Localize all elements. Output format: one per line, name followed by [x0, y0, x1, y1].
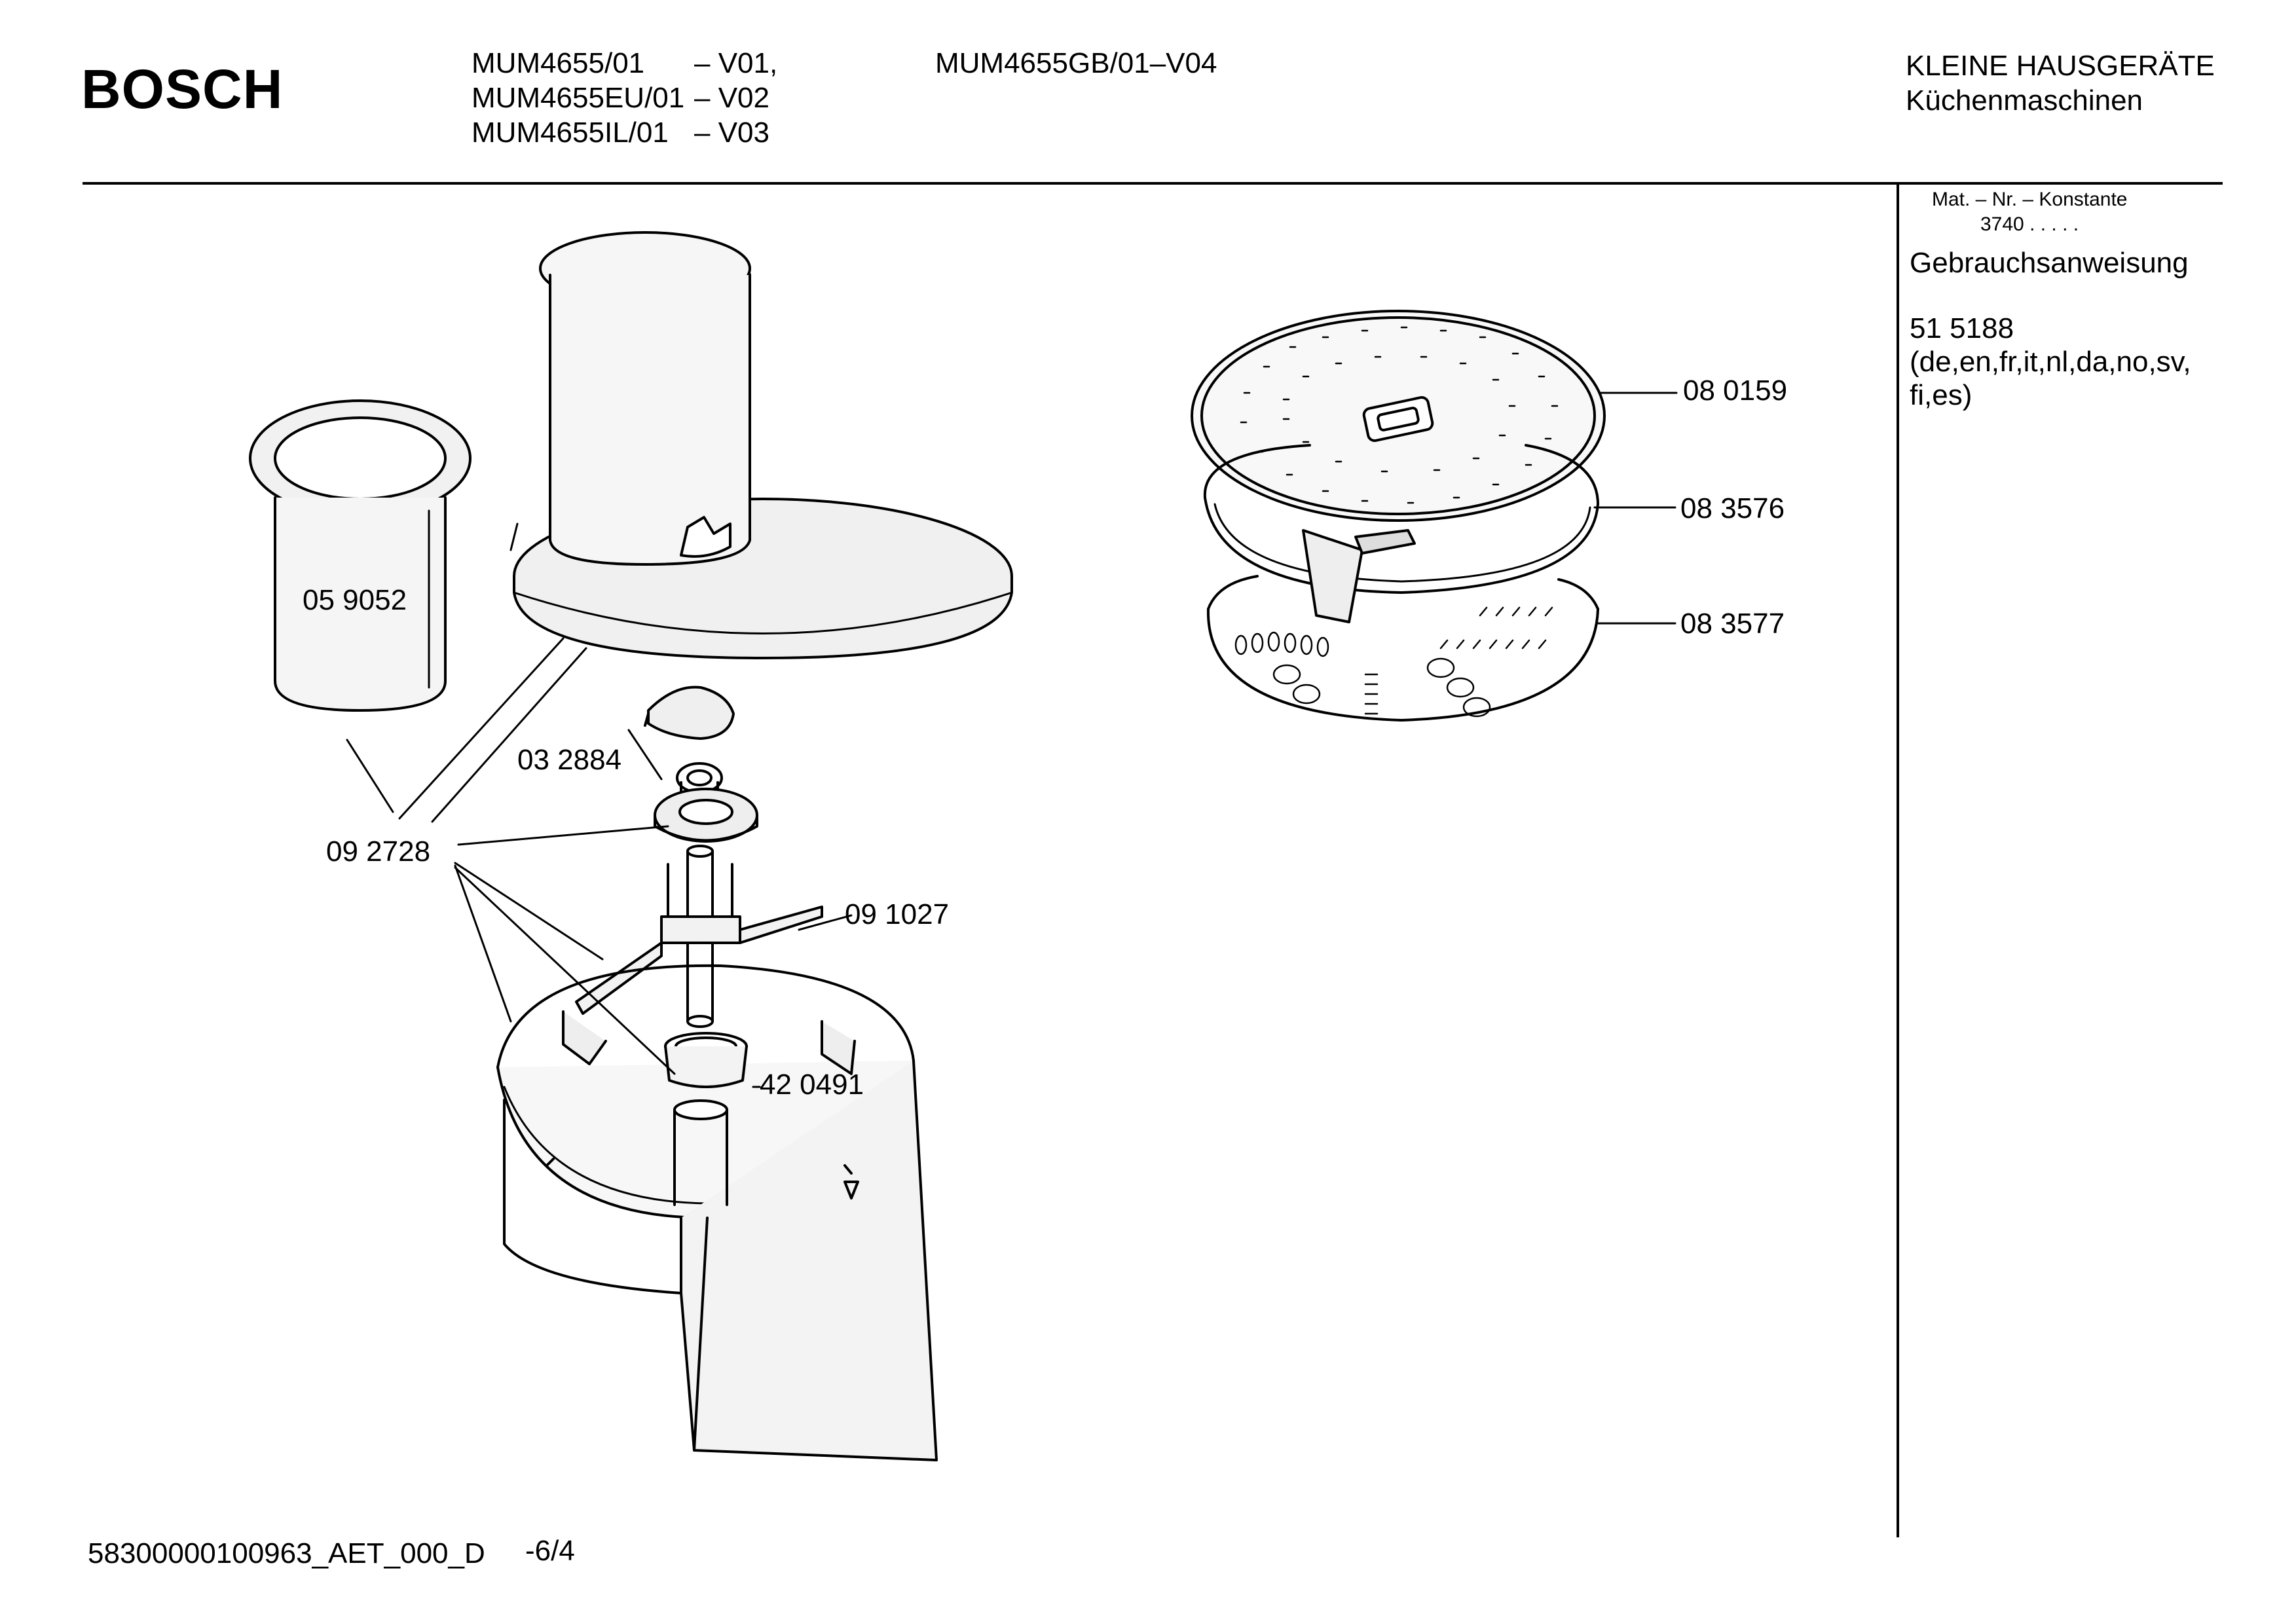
model-variant: – V02	[694, 82, 769, 114]
footer-doc-id: 58300000100963_AET_000_D	[88, 1537, 485, 1569]
lid-with-chute	[509, 231, 1013, 659]
category-subtitle: Küchenmaschinen	[1906, 84, 2143, 117]
footer-page: -6/4	[525, 1535, 575, 1567]
model-line-1: MUM4655/01 – V01,	[472, 46, 777, 81]
part-label-grating-disc: 08 0159	[1683, 375, 1788, 407]
model-code: MUM4655IL/01	[472, 117, 669, 149]
leader-lines-left	[346, 637, 853, 1088]
julienne-disc-bottom	[1206, 575, 1599, 722]
leader-lines-right	[1593, 392, 1678, 625]
part-label-lid-bowl: 09 2728	[326, 835, 431, 868]
bowl-part	[496, 964, 938, 1461]
sleeve-part	[249, 399, 472, 712]
doc-languages-cont: fi,es)	[1910, 379, 1972, 411]
slicing-disc-middle	[1203, 444, 1599, 623]
doc-number: 51 5188	[1910, 312, 2014, 344]
part-label-sleeve: 05 9052	[303, 584, 407, 616]
category-title: KLEINE HAUSGERÄTE	[1906, 50, 2215, 82]
part-label-shaft-blade: 09 1027	[845, 898, 950, 930]
model-variant: – V01,	[694, 47, 778, 79]
shaft-blade-part	[575, 845, 823, 1028]
model-list: MUM4655/01 – V01, MUM4655EU/01 – V02 MUM46…	[472, 46, 777, 150]
part-label-ring: 42 0491	[760, 1069, 864, 1101]
sidebar-divider	[1897, 185, 1899, 1537]
brand-logo: BOSCH	[81, 58, 284, 120]
mat-value: 3740 . . . . .	[1980, 213, 2079, 235]
model-line-3: MUM4655IL/01 – V03	[472, 115, 777, 150]
model-variant: – V03	[694, 117, 769, 149]
model-code: MUM4655/01	[472, 47, 645, 79]
grating-disc-top	[1191, 310, 1606, 522]
model-line-2: MUM4655EU/01 – V02	[472, 81, 777, 115]
part-label-julienne-disc: 08 3577	[1680, 608, 1785, 640]
cap-part	[644, 686, 735, 740]
header-divider	[83, 182, 2223, 185]
part-label-slicing-disc: 08 3576	[1680, 492, 1785, 524]
doc-title: Gebrauchsanweisung	[1910, 247, 2189, 279]
part-label-cap: 03 2884	[517, 744, 622, 776]
mat-label: Mat. – Nr. – Konstante	[1932, 189, 2128, 210]
model-code: MUM4655EU/01	[472, 82, 685, 114]
category-block: KLEINE HAUSGERÄTE Küchenmaschinen	[1906, 48, 2215, 118]
doc-languages: (de,en,fr,it,nl,da,no,sv,	[1910, 346, 2191, 378]
model-gb: MUM4655GB/01–V04	[935, 47, 1217, 79]
coupling-part	[654, 762, 758, 843]
